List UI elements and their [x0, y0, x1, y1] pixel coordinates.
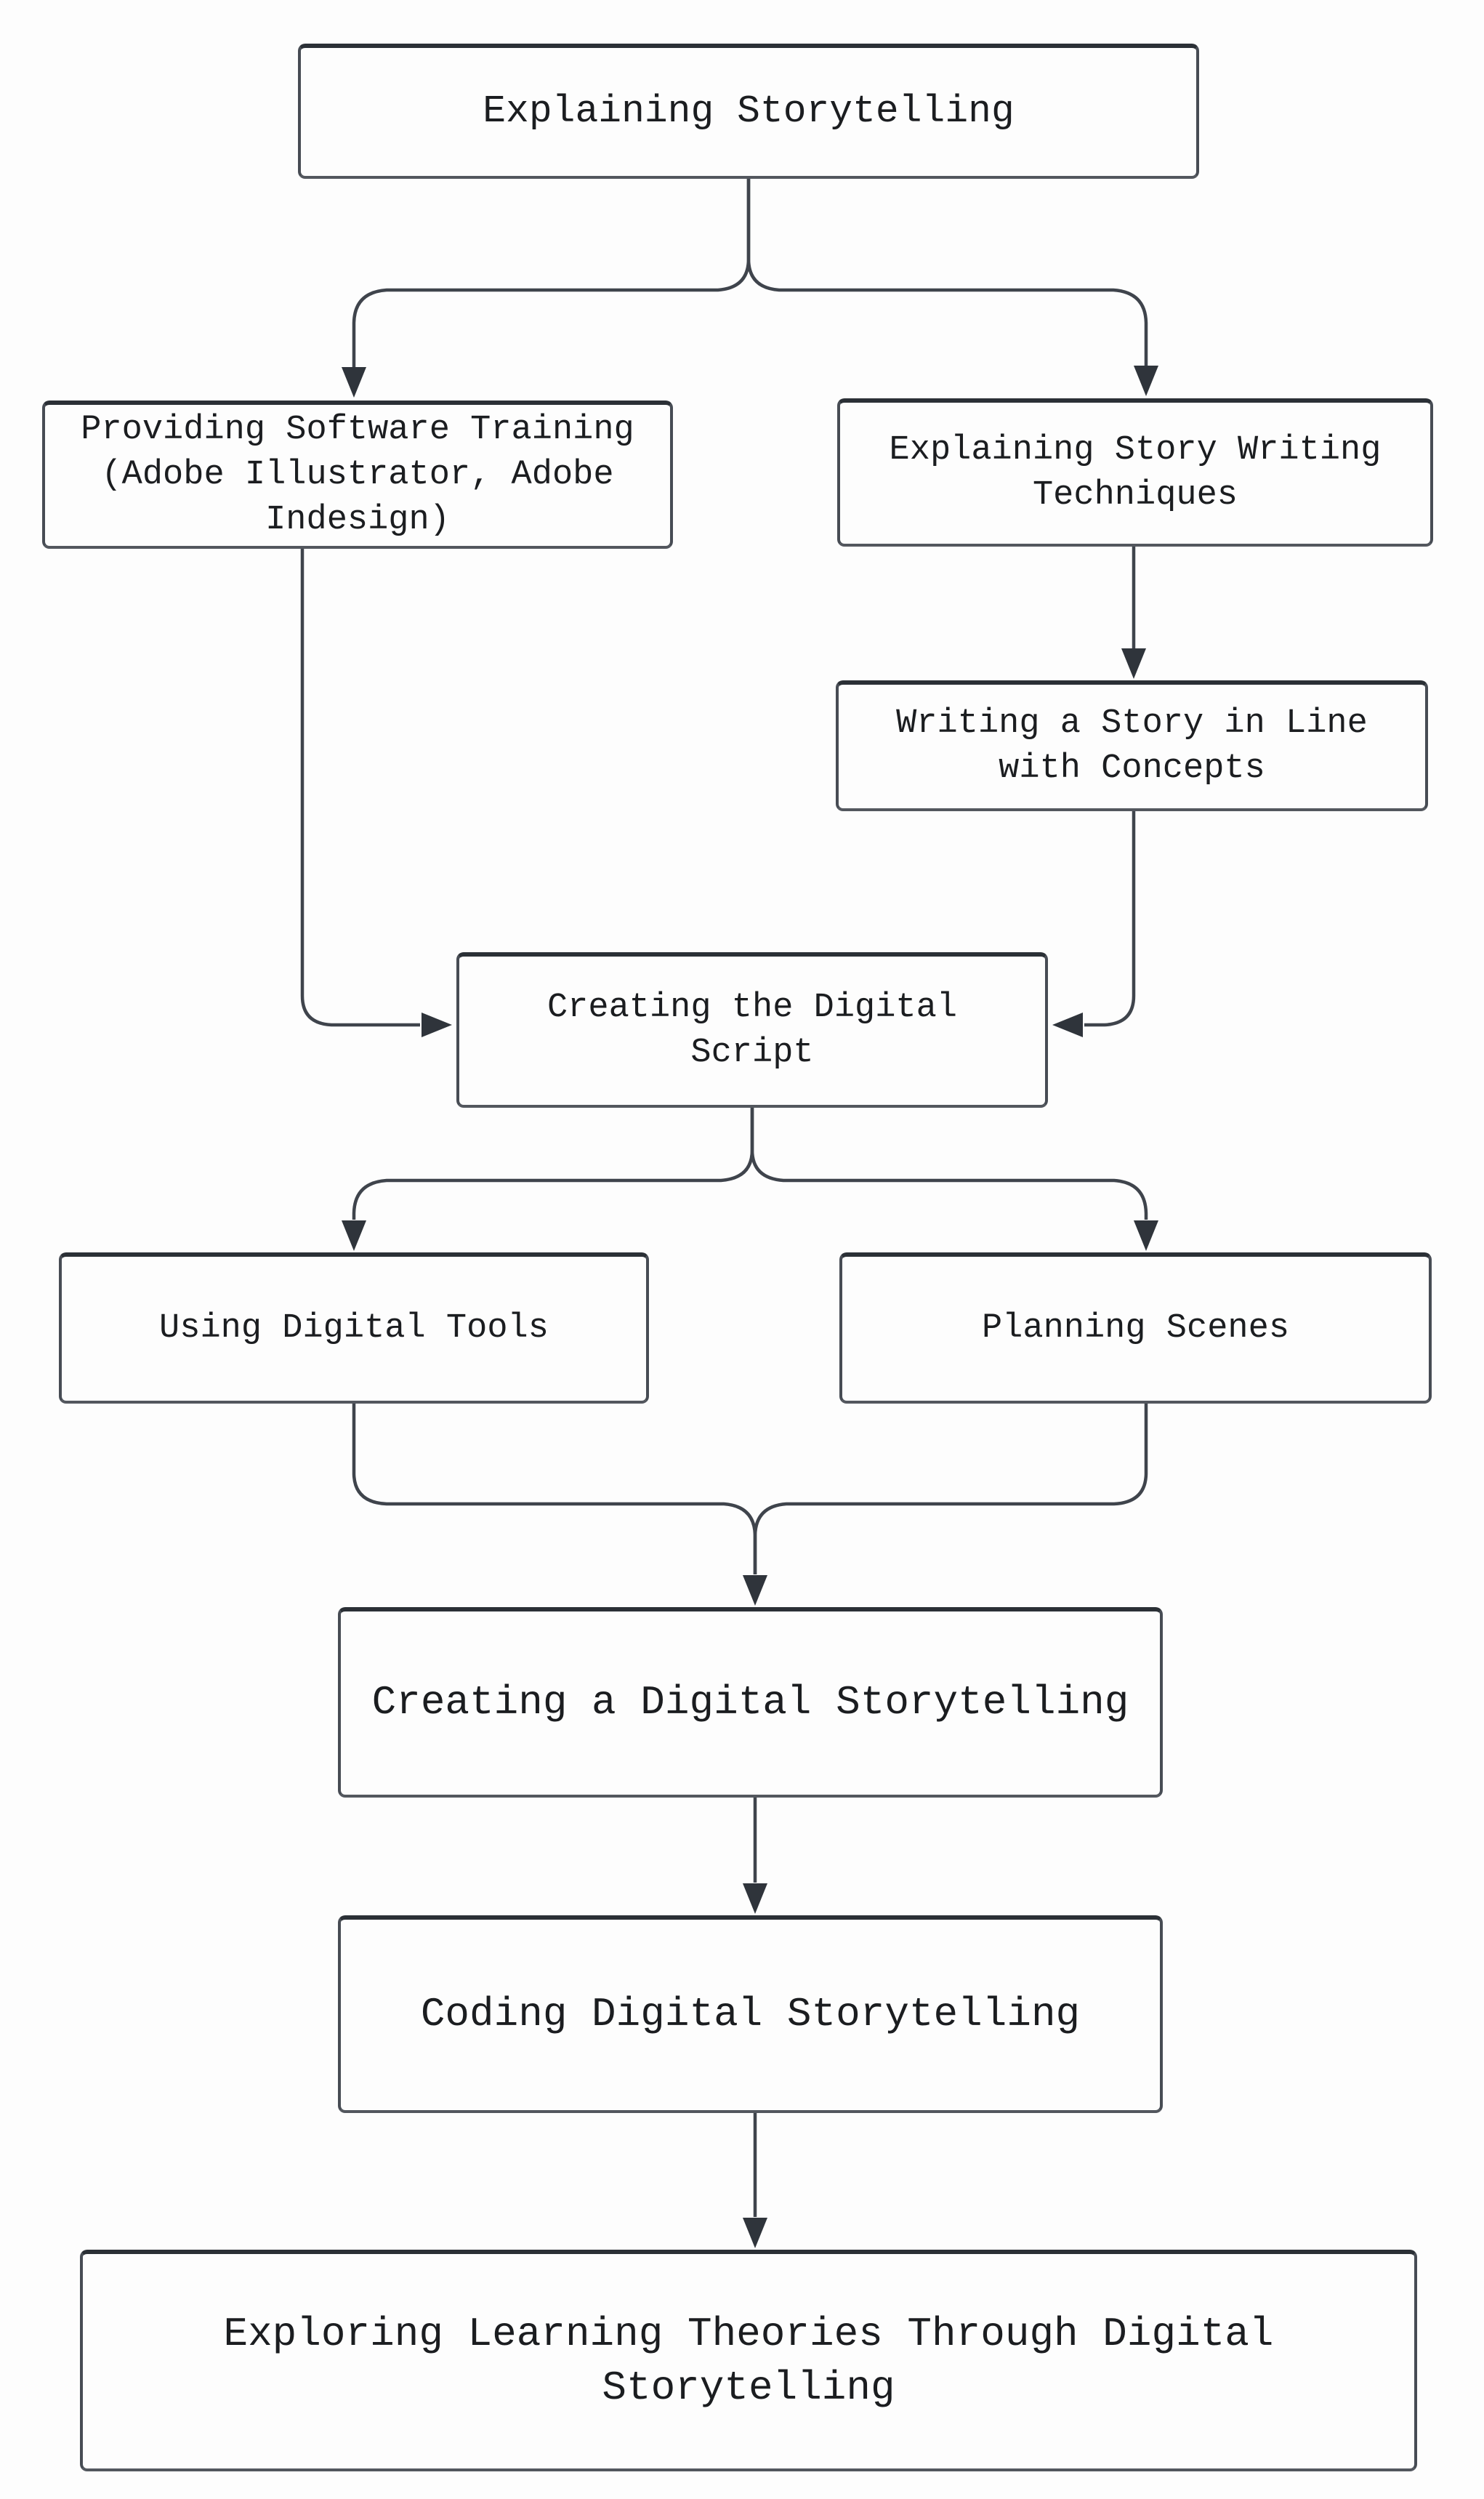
node-label: Writing a Story in Line with Concepts — [896, 704, 1368, 788]
node-label: Creating a Digital Storytelling — [371, 1679, 1129, 1726]
node-label: Exploring Learning Theories Through Digi… — [223, 2310, 1274, 2411]
node-planning-scenes: Planning Scenes — [839, 1252, 1432, 1404]
arrowhead-into-script-left — [422, 1013, 452, 1037]
node-label: Explaining Story Writing Techniques — [889, 430, 1382, 515]
node-providing-software-training: Providing Software Training (Adobe Illus… — [42, 401, 673, 549]
arrowhead-into-writing-story — [1121, 648, 1146, 679]
node-label: Planning Scenes — [981, 1308, 1290, 1348]
node-coding-digital-storytelling: Coding Digital Storytelling — [338, 1915, 1163, 2113]
node-label: Using Digital Tools — [159, 1308, 549, 1348]
arrowhead-into-story-writing — [1134, 366, 1158, 396]
edge-script-to-digital-tools — [352, 1108, 754, 1220]
edge-explaining-to-providing — [352, 179, 751, 367]
node-explaining-story-writing-techniques: Explaining Story Writing Techniques — [837, 398, 1433, 547]
arrowhead-into-exploring — [743, 2218, 767, 2248]
node-explaining-storytelling: Explaining Storytelling — [298, 44, 1199, 179]
node-label: Creating the Digital Script — [547, 988, 958, 1072]
edge-explaining-to-story-writing — [746, 179, 1148, 366]
arrowhead-into-planning-scenes — [1134, 1220, 1158, 1251]
edge-providing-to-script — [300, 549, 420, 1027]
node-creating-the-digital-script: Creating the Digital Script — [456, 952, 1048, 1108]
node-label: Coding Digital Storytelling — [420, 1991, 1081, 2038]
arrowhead-into-coding — [743, 1883, 767, 1914]
node-label: Providing Software Training (Adobe Illus… — [81, 410, 634, 540]
edge-script-to-planning-scenes — [750, 1108, 1148, 1220]
node-label: Explaining Storytelling — [483, 89, 1015, 134]
node-using-digital-tools: Using Digital Tools — [59, 1252, 649, 1404]
edge-writing-story-to-script — [1084, 811, 1136, 1027]
arrowhead-into-creating-storytelling — [743, 1575, 767, 1606]
node-writing-a-story-in-line-with-concepts: Writing a Story in Line with Concepts — [836, 680, 1428, 811]
arrowhead-into-digital-tools — [342, 1220, 366, 1251]
node-creating-a-digital-storytelling: Creating a Digital Storytelling — [338, 1607, 1163, 1798]
node-exploring-learning-theories: Exploring Learning Theories Through Digi… — [80, 2250, 1417, 2471]
edge-planning-scenes-to-creating-storytelling — [753, 1404, 1148, 1574]
arrowhead-into-providing — [342, 367, 366, 398]
arrowhead-into-script-right — [1052, 1013, 1083, 1037]
edge-digital-tools-to-creating-storytelling — [352, 1404, 757, 1574]
